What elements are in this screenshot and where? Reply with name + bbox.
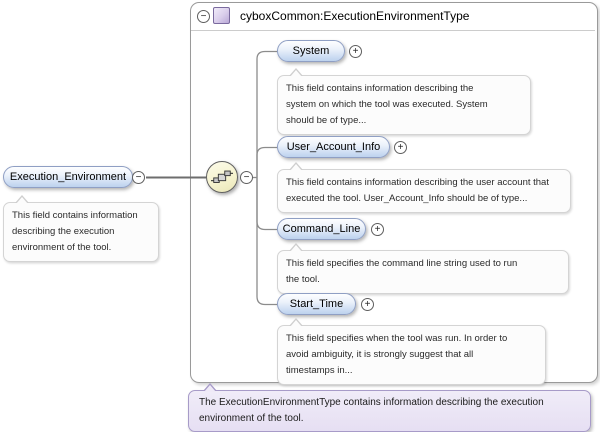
element-label: Execution_Environment: [9, 171, 127, 183]
sequence-icon: [211, 170, 233, 183]
doc-line: This field specifies when the tool was r…: [286, 333, 508, 344]
element-command-line[interactable]: Command_Line: [277, 218, 366, 240]
expand-button-system[interactable]: +: [349, 45, 362, 58]
doc-line: should be of type...: [286, 115, 367, 126]
sequence-collapse-button[interactable]: −: [240, 171, 253, 184]
doc-line: avoid ambiguity, it is strongly suggest …: [286, 349, 474, 360]
collapse-button-execution-environment[interactable]: −: [132, 171, 145, 184]
element-label: User_Account_Info: [286, 141, 381, 153]
element-system[interactable]: System: [277, 40, 345, 62]
type-header-divider: [191, 30, 595, 31]
doc-tooltip-start-time: This field specifies when the tool was r…: [277, 318, 546, 385]
element-label: Command_Line: [282, 223, 361, 235]
element-user-account-info[interactable]: User_Account_Info: [277, 136, 390, 158]
doc-line: This field specifies the command line st…: [286, 258, 518, 269]
footer-note: The ExecutionEnvironmentType contains in…: [188, 383, 591, 432]
type-collapse-button[interactable]: −: [197, 10, 210, 23]
expand-button-start-time[interactable]: +: [361, 298, 374, 311]
doc-line: executed the tool. User_Account_Info sho…: [286, 193, 528, 204]
complex-type-icon: [213, 7, 230, 24]
doc-tooltip-user-account-info: This field contains information describi…: [277, 162, 571, 213]
footer-note-line: environment of the tool.: [199, 413, 304, 424]
expand-button-command-line[interactable]: +: [371, 223, 384, 236]
sequence-indicator[interactable]: [206, 161, 238, 193]
element-execution-environment[interactable]: Execution_Environment: [3, 166, 133, 188]
doc-line: environment of the tool.: [12, 242, 112, 253]
doc-tooltip-execution-environment: This field contains information describi…: [3, 195, 159, 262]
doc-line: This field contains information describi…: [286, 177, 549, 188]
doc-line: timestamps in...: [286, 365, 353, 376]
doc-tooltip-command-line: This field specifies the command line st…: [277, 243, 569, 294]
element-label: System: [292, 45, 330, 57]
doc-tooltip-system: This field contains information describi…: [277, 68, 531, 135]
element-label: Start_Time: [289, 298, 344, 310]
element-start-time[interactable]: Start_Time: [277, 293, 356, 315]
doc-line: describing the execution: [12, 226, 115, 237]
doc-line: This field contains information describi…: [286, 83, 474, 94]
doc-line: the tool.: [286, 274, 320, 285]
footer-note-line: The ExecutionEnvironmentType contains in…: [199, 397, 544, 408]
doc-line: system on which the tool was executed. S…: [286, 99, 488, 110]
expand-button-user-account-info[interactable]: +: [394, 141, 407, 154]
doc-line: This field contains information: [12, 210, 138, 221]
type-title: cyboxCommon:ExecutionEnvironmentType: [240, 9, 470, 23]
